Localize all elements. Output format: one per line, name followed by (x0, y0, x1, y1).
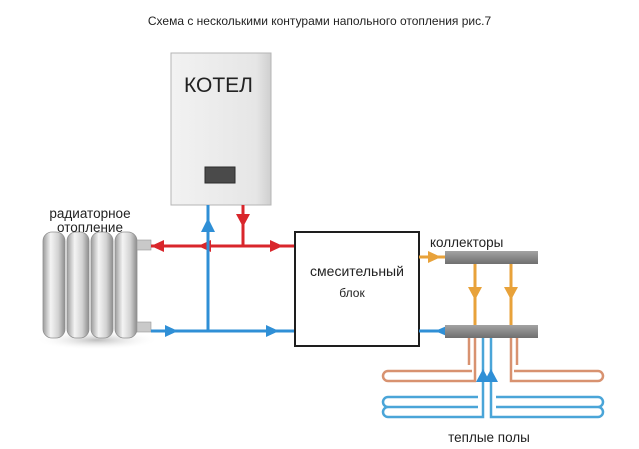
arrow-right-icon (428, 251, 441, 263)
mixing-unit-label-line1: смесительный (310, 263, 404, 279)
mixed-supply-pipes (419, 255, 513, 325)
collectors: коллекторы (430, 235, 538, 338)
arrow-down-icon (236, 214, 250, 227)
mixing-unit: смесительный блок (294, 231, 420, 347)
mixing-unit-label-line2: блок (339, 286, 365, 300)
arrow-down-icon (468, 287, 482, 300)
floor-heating-loops (381, 338, 605, 419)
arrow-down-icon (504, 287, 518, 300)
boiler-label: КОТЕЛ (184, 74, 253, 97)
return-pipes (151, 205, 295, 333)
boiler-display (204, 166, 236, 184)
radiator-fin (90, 231, 114, 339)
arrow-up-icon (484, 369, 498, 382)
arrow-left-icon (151, 240, 164, 252)
radiator-label-line1: радиаторное (49, 206, 130, 221)
supply-collector (445, 251, 538, 264)
arrow-up-icon (201, 218, 215, 232)
arrow-right-icon (266, 325, 279, 337)
boiler: КОТЕЛ (170, 52, 272, 206)
radiator-label-line2: отопление (57, 220, 123, 235)
collectors-label: коллекторы (430, 235, 503, 250)
mixing-unit-box (294, 231, 420, 347)
radiator: радиаторное отопление (35, 206, 159, 350)
return-collector (445, 325, 538, 338)
supply-pipes (151, 205, 295, 248)
radiator-fin (42, 231, 66, 339)
mixed-arrows (428, 251, 518, 300)
floor-heating-label: теплые полы (448, 430, 530, 445)
arrow-right-icon (270, 240, 283, 252)
floor-return-arrows (476, 369, 498, 382)
diagram-title: Схема с несколькими контурами напольного… (147, 14, 492, 28)
radiator-fin (114, 231, 138, 339)
radiator-fin (66, 231, 90, 339)
arrow-right-icon (165, 325, 178, 337)
